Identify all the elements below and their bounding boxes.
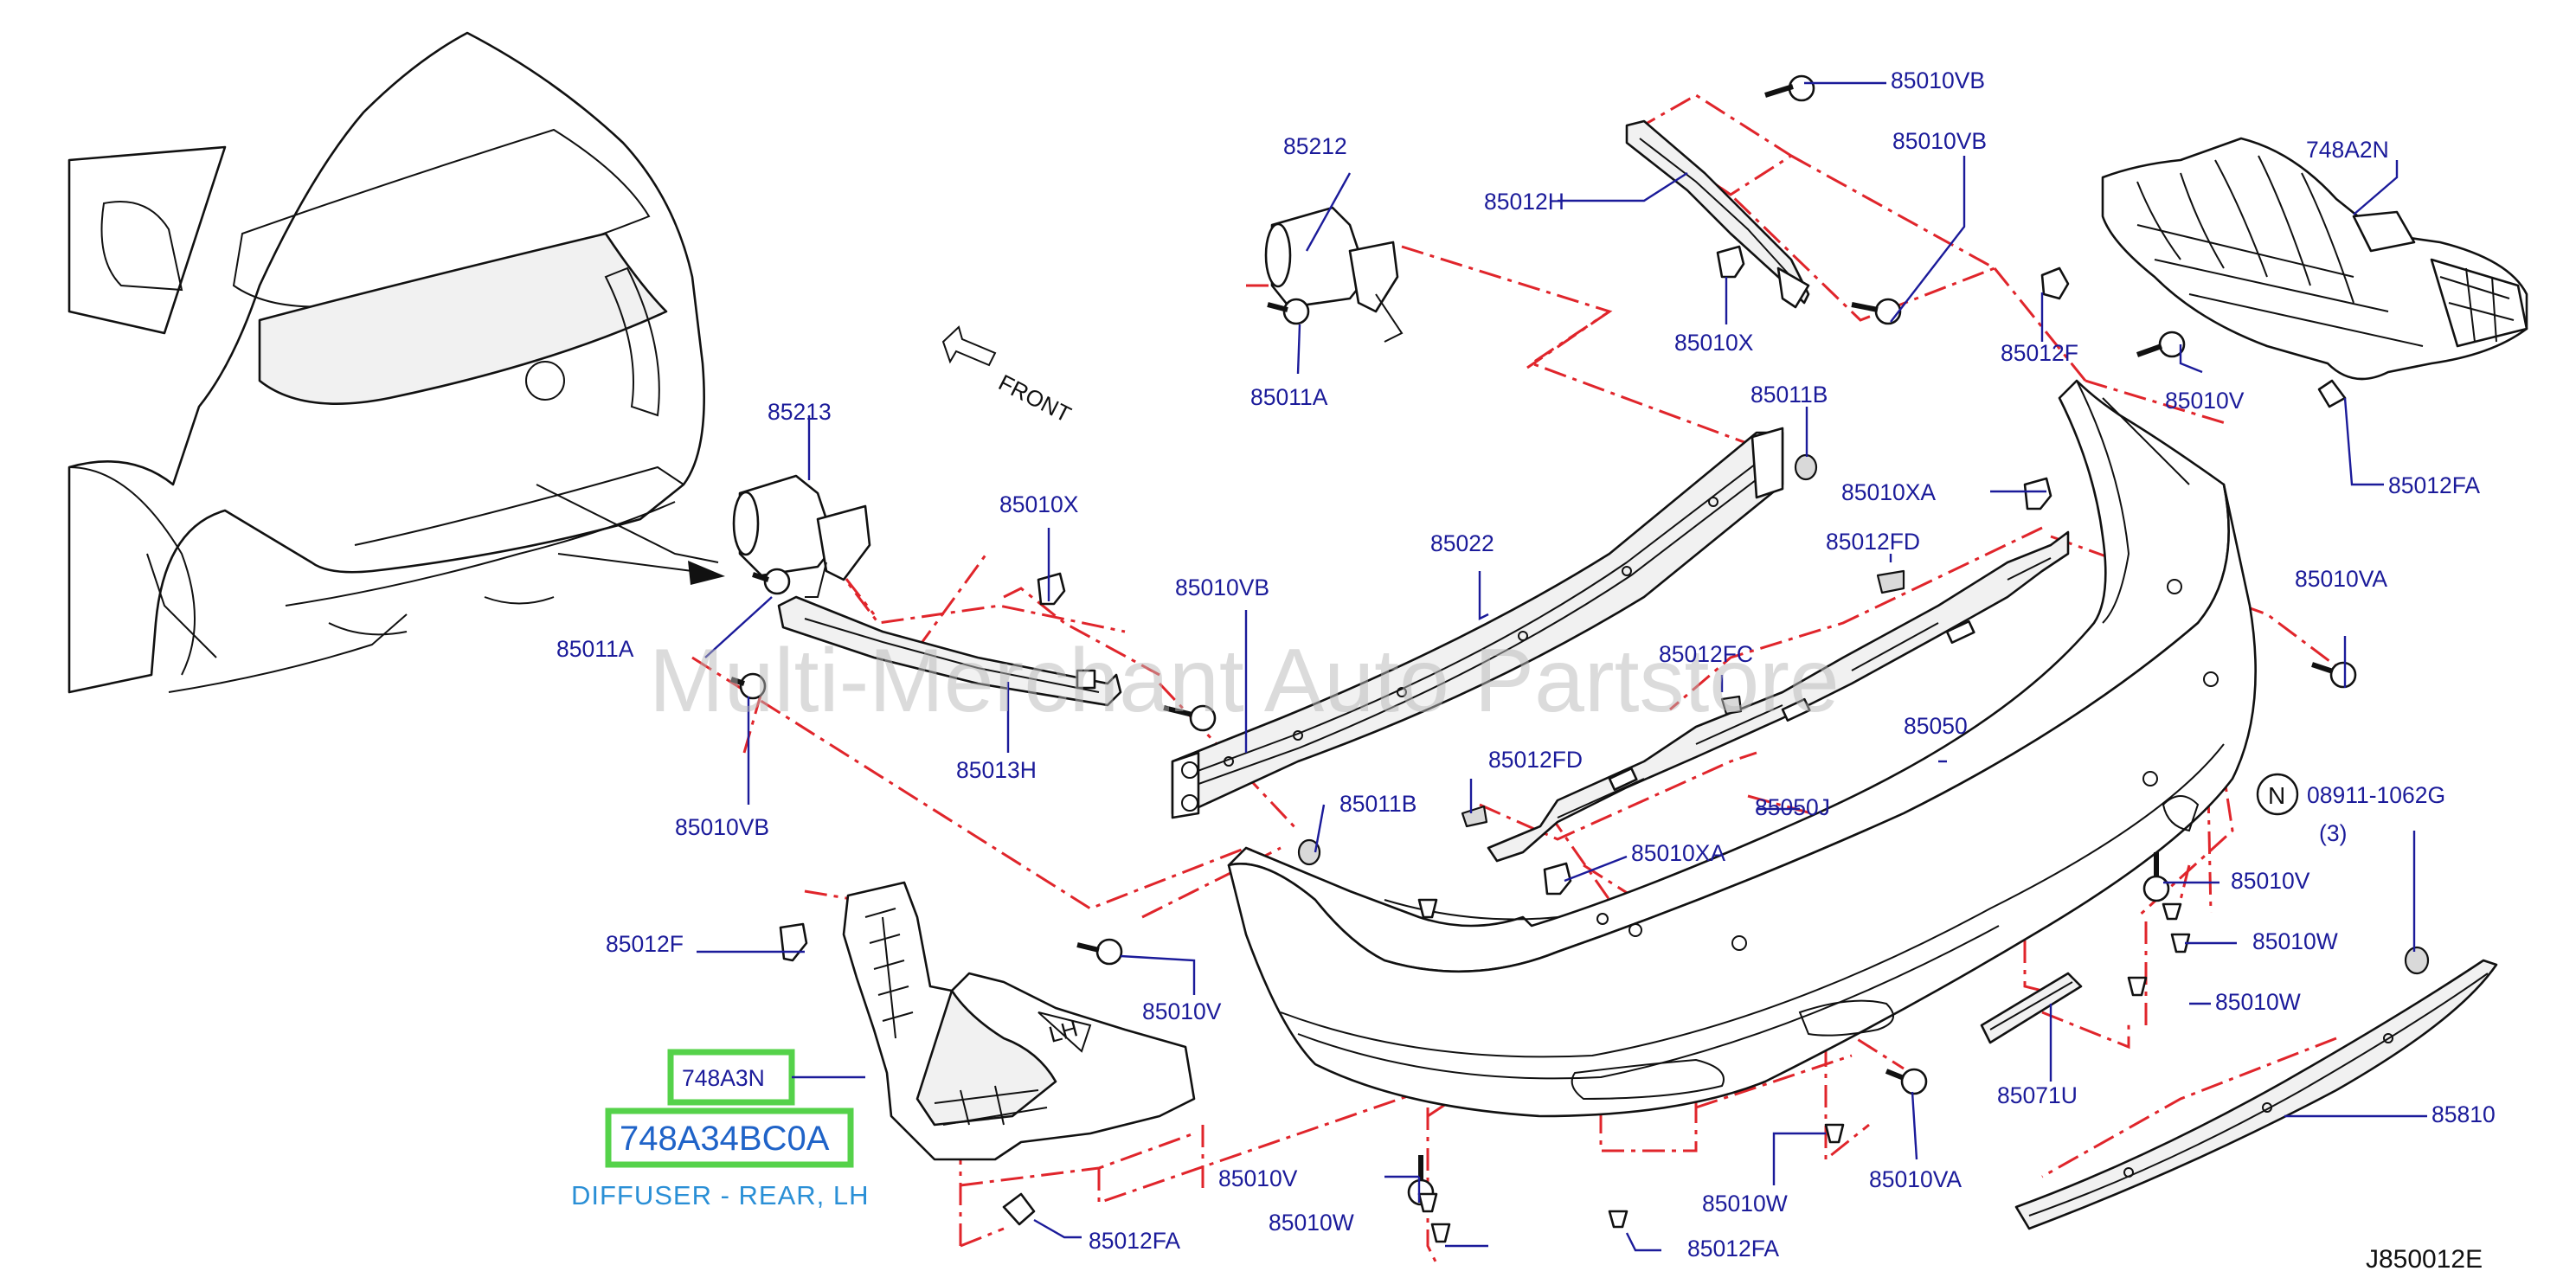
highlighted-part[interactable]: 748A3N 748A34BC0A DIFFUSER - REAR, LH xyxy=(571,1049,870,1210)
callout-label[interactable]: 85010V xyxy=(1142,998,1222,1024)
pointer-line xyxy=(557,553,693,572)
callout-label[interactable]: 85012FA xyxy=(1089,1228,1180,1254)
callout-label[interactable]: 85010W xyxy=(1702,1191,1788,1217)
front-direction-label: FRONT xyxy=(994,369,1076,427)
callout-label[interactable]: 85071U xyxy=(1997,1082,2078,1108)
callout-label[interactable]: 85050 xyxy=(1904,713,1968,739)
callout-label[interactable]: 85012H xyxy=(1484,189,1564,215)
callout-label[interactable]: 85010W xyxy=(2252,928,2338,954)
callout-label[interactable]: 85010X xyxy=(999,491,1079,517)
callout-label[interactable]: 85010VB xyxy=(1892,128,1987,154)
leader-lines xyxy=(697,81,2427,1252)
front-arrow-icon: FRONT xyxy=(941,325,1076,427)
sensor-bracket-85213 xyxy=(732,474,871,598)
callout-label[interactable]: 85010VB xyxy=(1175,575,1269,600)
callout-label[interactable]: 85012FA xyxy=(1687,1236,1779,1262)
callout-label[interactable]: 85010VA xyxy=(2295,566,2387,592)
note-quantity: (3) xyxy=(2319,820,2347,846)
callout-label[interactable]: 85010W xyxy=(2215,989,2301,1015)
callout-label[interactable]: 85010XA xyxy=(1631,840,1725,866)
callout-label[interactable]: 85012FD xyxy=(1826,529,1920,555)
diffuser-rear-lh-748a3n: LH xyxy=(842,881,1196,1161)
rear-bumper-fascia-85050 xyxy=(1227,379,2257,1118)
callout-label[interactable]: 85010W xyxy=(1269,1210,1354,1236)
vehicle-rear-illustration xyxy=(67,31,719,694)
sensor-bracket-85212 xyxy=(1264,206,1404,343)
callout-label[interactable]: 85012FA xyxy=(2388,472,2480,498)
callout-label[interactable]: 85011A xyxy=(556,636,634,662)
callout-label[interactable]: 85012FC xyxy=(1659,641,1753,667)
callout-label[interactable]: 85011B xyxy=(1339,791,1416,817)
callout-label[interactable]: 85011B xyxy=(1751,382,1828,408)
callout-label[interactable]: 748A2N xyxy=(2306,137,2389,163)
lower-garnish-85810 xyxy=(2014,959,2498,1230)
callout-label[interactable]: 85010V xyxy=(2165,388,2245,414)
diagram-code: J850012E xyxy=(2366,1245,2483,1274)
pointer-arrowhead xyxy=(688,561,725,585)
callout-label[interactable]: 85022 xyxy=(1430,530,1494,556)
callout-label[interactable]: 85012F xyxy=(2001,340,2078,366)
bumper-bracket-85050j xyxy=(1487,530,2070,863)
bracket-85071u xyxy=(1980,972,2083,1044)
oem-number-highlight-box[interactable] xyxy=(605,1107,854,1168)
bumper-side-bracket-85013h xyxy=(777,595,1122,707)
watermark: Multi-Merchant Auto Partstore xyxy=(649,631,1840,731)
callout-label[interactable]: 85212 xyxy=(1283,133,1347,159)
callout-label[interactable]: 85013H xyxy=(956,757,1037,783)
callout-label[interactable]: 85010V xyxy=(1218,1165,1298,1191)
diffuser-rear-rh-748a2n xyxy=(2101,137,2528,381)
callout-label[interactable]: 08911-1062G xyxy=(2307,782,2445,808)
highlight-oem-number[interactable]: 748A34BC0A xyxy=(620,1120,830,1158)
highlight-part-number[interactable]: 748A3N xyxy=(682,1065,765,1091)
callout-label[interactable]: 85010V xyxy=(2231,868,2310,894)
callout-label[interactable]: 85810 xyxy=(2431,1101,2496,1127)
part-callouts: 85010VB 85010VB 748A2N 85212 85012H 8501… xyxy=(556,67,2496,1262)
callout-label[interactable]: 85011A xyxy=(1250,384,1328,410)
highlight-description: DIFFUSER - REAR, LH xyxy=(571,1180,870,1210)
callout-label[interactable]: 85012F xyxy=(606,931,684,957)
callout-label[interactable]: 85010VA xyxy=(1869,1166,1962,1192)
bumper-side-bracket-85012h xyxy=(1625,119,1810,309)
callout-label[interactable]: 85010X xyxy=(1674,330,1754,356)
note-n-icon: N xyxy=(2256,773,2299,816)
callout-label[interactable]: 85010XA xyxy=(1841,479,1936,505)
callout-label[interactable]: 85010VB xyxy=(1891,67,1985,93)
callout-label[interactable]: 85012FD xyxy=(1488,747,1583,773)
note-symbol-text: N xyxy=(2268,782,2285,809)
callout-label[interactable]: 85010VB xyxy=(675,814,769,840)
callout-label[interactable]: 85050J xyxy=(1755,794,1830,820)
bumper-reinforcement-85022 xyxy=(1171,427,1784,819)
callout-label[interactable]: 85213 xyxy=(768,399,832,425)
